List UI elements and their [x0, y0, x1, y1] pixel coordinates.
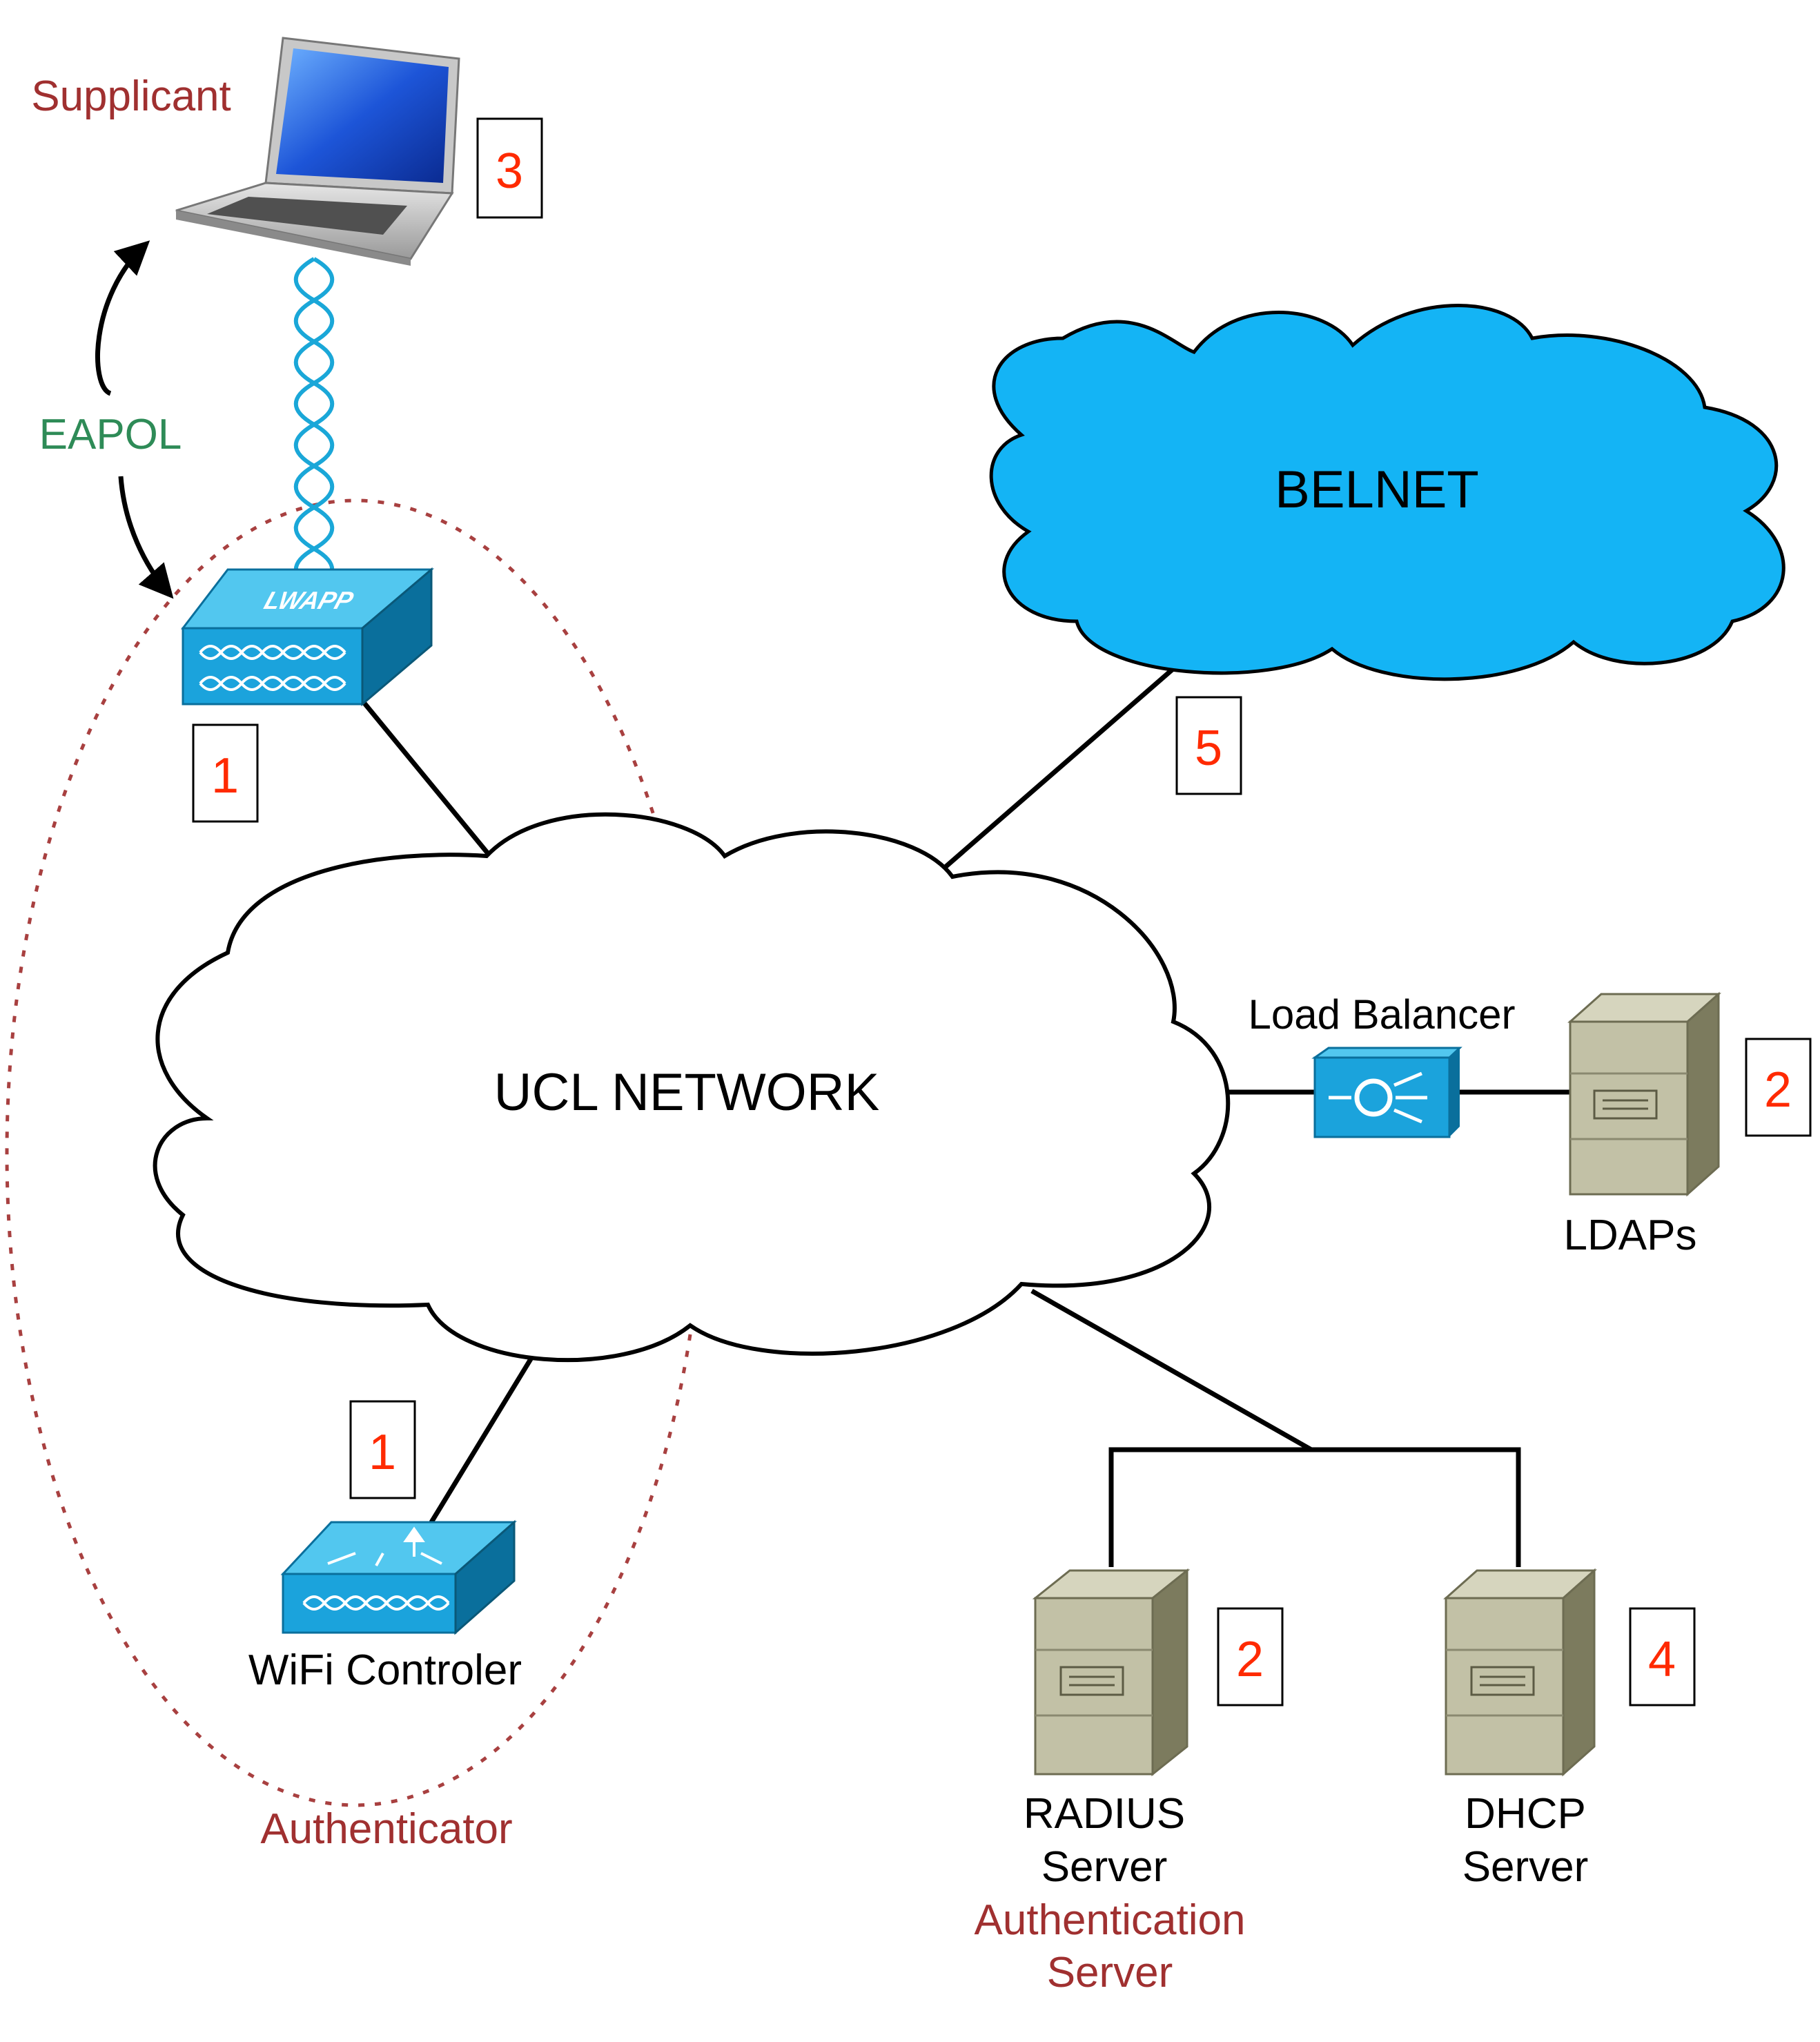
step-badge-access-point: 1 — [192, 723, 259, 823]
step-badges: 3 1 1 5 2 2 4 — [192, 117, 1812, 1706]
step-badge-number: 1 — [211, 748, 239, 804]
ldap-server-side — [1686, 991, 1720, 1197]
step-badge-number: 5 — [1195, 721, 1222, 776]
eapol-label: EAPOL — [39, 411, 182, 458]
ucl-network-cloud: UCL NETWORK — [153, 812, 1231, 1363]
wireless-lan-controller-icon — [280, 1519, 517, 1635]
server-tower-icon — [1032, 1568, 1191, 1777]
lwapp-access-point-icon: LWAPP — [180, 567, 435, 707]
laptop-icon — [175, 37, 460, 266]
ap-side-face — [361, 567, 433, 707]
wireless-link — [293, 257, 335, 592]
server-tower-icon — [1567, 991, 1721, 1197]
eapol-arrow-lower — [118, 476, 174, 599]
radius-server-side — [1151, 1568, 1188, 1777]
ucl-network-label: UCL NETWORK — [494, 1063, 880, 1122]
lwapp-label: LWAPP — [261, 587, 357, 614]
server-bus — [1108, 1447, 1521, 1567]
step-badge-number: 4 — [1648, 1632, 1676, 1687]
controller-arrows — [327, 1526, 442, 1566]
controller-antenna-pattern — [302, 1595, 450, 1611]
eapol-arrow — [95, 240, 150, 396]
dhcp-label-line2: Server — [1462, 1843, 1589, 1891]
lb-arrows — [1329, 1071, 1427, 1124]
load-balancer-label: Load Balancer — [1249, 991, 1516, 1038]
belnet-label: BELNET — [1275, 460, 1479, 519]
step-badge-number: 2 — [1236, 1632, 1264, 1687]
step-badge-wifi-controller: 1 — [349, 1400, 416, 1499]
step-badge-ldap: 2 — [1745, 1038, 1812, 1137]
ldaps-label: LDAPs — [1564, 1212, 1697, 1259]
laptop-keyboard — [207, 197, 407, 235]
lb-hub — [1354, 1078, 1393, 1117]
link-ap-to-ucl — [360, 699, 492, 858]
radius-label-line2: Server — [1041, 1843, 1168, 1891]
laptop-screen — [276, 48, 449, 183]
controller-side-face — [454, 1519, 516, 1635]
step-badge-radius: 2 — [1217, 1607, 1284, 1706]
auth-server-label-line1: Authentication — [975, 1896, 1246, 1944]
ap-front-face — [182, 627, 364, 706]
link-ucl-to-belnet — [940, 661, 1182, 872]
radius-server-front — [1034, 1597, 1154, 1776]
lb-top-face — [1311, 1047, 1462, 1059]
link-ucl-to-server-bus — [1030, 1288, 1313, 1452]
load-balancer-icon — [1311, 1047, 1462, 1138]
step-badge-laptop: 3 — [476, 117, 543, 219]
server-tower-icon — [1443, 1568, 1597, 1777]
authenticator-label: Authenticator — [260, 1805, 512, 1853]
dhcp-label-line1: DHCP — [1465, 1790, 1586, 1838]
step-badge-number: 2 — [1764, 1062, 1792, 1118]
cloud-icon — [153, 812, 1231, 1363]
dhcp-server-side — [1562, 1568, 1596, 1777]
cloud-icon — [989, 304, 1785, 681]
belnet-cloud: BELNET — [989, 304, 1785, 681]
step-badge-belnet-link: 5 — [1175, 696, 1242, 795]
step-badge-number: 3 — [496, 144, 523, 199]
step-badge-dhcp: 4 — [1629, 1607, 1696, 1706]
dhcp-server-drive — [1470, 1666, 1535, 1696]
auth-server-label-line2: Server — [1047, 1949, 1173, 1996]
laptop-front-edge — [176, 211, 411, 266]
step-badge-number: 1 — [369, 1425, 396, 1480]
ldap-server-drive — [1593, 1089, 1658, 1120]
wireless-wave-b — [293, 257, 335, 592]
radius-label-line1: RADIUS — [1024, 1790, 1185, 1838]
lb-side-face — [1449, 1048, 1460, 1137]
wifi-controller-label: WiFi Controler — [248, 1646, 522, 1694]
radius-server-drive — [1059, 1666, 1124, 1696]
supplicant-label: Supplicant — [31, 72, 231, 120]
ap-antenna-pattern — [199, 645, 346, 691]
